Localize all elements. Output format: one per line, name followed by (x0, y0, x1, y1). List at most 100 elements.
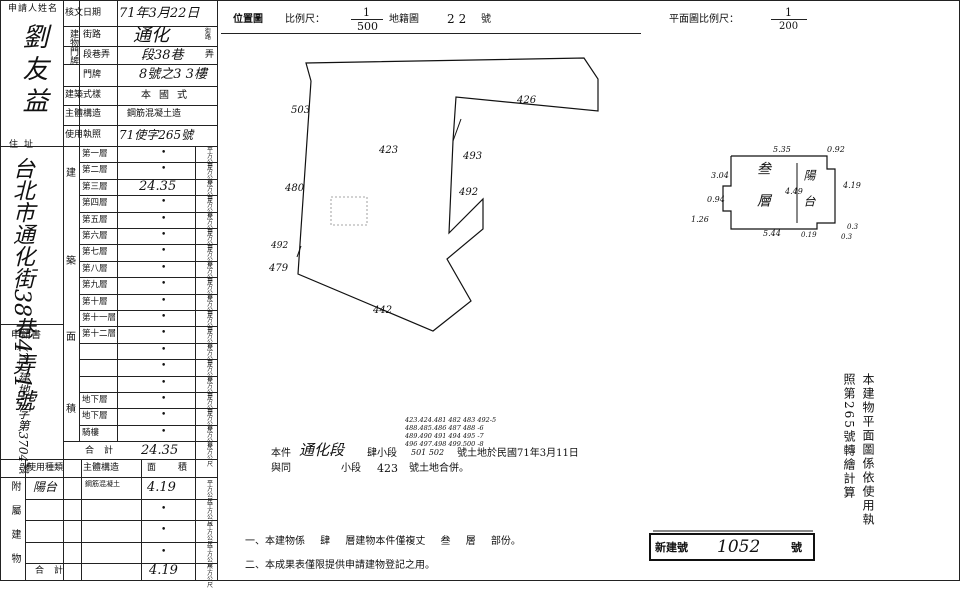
merge-parcel-list: 423.424.481 482 483 492-5 (405, 416, 497, 424)
structure-label: 主體構造 (65, 109, 102, 119)
new-number-box (649, 533, 815, 561)
grid-line (117, 1, 118, 441)
total-value: 24.35 (141, 443, 179, 458)
floor-name: 第六層 (82, 231, 108, 241)
grid-line (79, 260, 217, 262)
annex-total-value: 4.19 (149, 563, 178, 578)
doc-date-value: 71年3月22日 (119, 6, 200, 21)
floor-name: 第十層 (82, 296, 108, 307)
floor-area: • (161, 213, 167, 224)
grid-line (79, 310, 217, 311)
floor-name: 第四層 (82, 198, 108, 209)
floor-area: • (161, 377, 167, 388)
lot-label: 地籍圖 (389, 14, 419, 25)
parcel-label: 423 (379, 145, 399, 156)
floor-unit: 平方公尺 (206, 311, 213, 336)
annex-unit: 平方公尺 (206, 544, 213, 570)
annex-label: 附屬建物 (9, 481, 20, 577)
merge-subsection: 肆小段 (367, 448, 397, 459)
door-label: 建物門牌 (68, 29, 78, 65)
dimension-label: 1.26 (691, 215, 709, 224)
dimension-label: 4.19 (843, 181, 861, 190)
merge-parcel-list: 496 497.498 499.500 -8 (405, 440, 484, 448)
floor-unit: 平方公尺 (206, 294, 213, 320)
floor-unit: 平方公尺 (206, 229, 213, 254)
floor-unit: 平方公尺 (206, 278, 213, 304)
lane-label: 段巷弄 (83, 50, 111, 60)
floor-name: 第八層 (82, 263, 108, 274)
note-2: 二、本成果表僅限提供申請建物登記之用。 (245, 560, 435, 571)
floor-area: • (161, 344, 167, 355)
grid-line (79, 342, 217, 344)
side-label: 面 (66, 332, 76, 343)
application-label: 申請書 (11, 330, 41, 341)
floor-unit: 平方公尺 (206, 425, 213, 451)
annex-area: 4.19 (147, 480, 176, 495)
floor-name: 地下層 (82, 395, 108, 405)
total-unit: 平方公尺 (206, 443, 213, 468)
grid-line (63, 46, 217, 47)
grid-line (79, 326, 217, 328)
site-header-line (221, 33, 641, 34)
note-1: 一、本建物係 肆 層建物本件僅複丈 叁 層 部份。 (245, 536, 521, 547)
new-number-value: 1052 (717, 537, 761, 557)
floor-name: 第三層 (82, 181, 108, 192)
annex-area: • (161, 503, 167, 514)
merge-parcel-list: 488.485.486 487 488 -6 (405, 424, 484, 432)
grid-line (79, 375, 217, 377)
dimension-label: 0.19 (801, 231, 817, 239)
dimension-label: 0.3 (847, 223, 859, 231)
annex-area: • (161, 525, 167, 535)
building-label: 建 (66, 168, 76, 179)
street-label: 街路 (83, 30, 102, 40)
floor-scale-denominator: 200 (779, 21, 799, 32)
annex-total-label: 合計 (35, 566, 74, 576)
grid-line (79, 359, 217, 361)
floor-name: 第二層 (82, 165, 108, 176)
volume-label: 積 (66, 404, 76, 415)
grid-line (1, 146, 217, 147)
annex-area: • (161, 546, 167, 557)
applicant-label: 申請人姓名 (7, 4, 58, 14)
floor-area: • (161, 312, 167, 322)
grid-line (79, 424, 217, 426)
floor-area: • (161, 230, 167, 240)
dimension-label: 0.3 (841, 233, 853, 241)
floor-name: 騎樓 (82, 427, 100, 438)
floor-unit: 平方公尺 (206, 212, 213, 238)
grid-line (63, 105, 217, 106)
street-unit: 街路 (205, 28, 212, 41)
annex-use: 陽台 (33, 480, 58, 494)
parcel-label: 492 (271, 241, 289, 251)
grid-line (25, 563, 217, 564)
dimension-label: 0.94 (707, 195, 725, 204)
grid-line (63, 86, 217, 87)
merge-line2-mid: 小段 (341, 463, 361, 474)
structure-value: 鋼筋混凝土造 (127, 109, 182, 119)
site-plan-title: 位置圖 (233, 14, 263, 25)
parcel-label: 493 (463, 151, 483, 162)
grid-line (79, 178, 217, 180)
new-number-unit: 號 (791, 541, 802, 554)
grid-line (79, 195, 217, 197)
application-number: (71)建地二字第3704號 (16, 347, 30, 475)
floor-unit: 平方公尺 (206, 327, 213, 353)
floor-area: • (161, 328, 167, 339)
grid-line (195, 146, 196, 581)
floor-name: 第五層 (82, 214, 108, 225)
grid-line (79, 162, 217, 164)
floor-area: • (161, 279, 167, 290)
floor-scale-label: 平面圖比例尺： (669, 14, 739, 25)
room-label: 叁層 (755, 161, 771, 225)
street-value: 通化 (133, 25, 169, 46)
parcel-label: 492 (459, 187, 479, 198)
grid-line (25, 498, 217, 500)
grid-line (1, 459, 217, 460)
floor-area: • (161, 148, 167, 158)
grid-line (79, 441, 217, 443)
annex-structure-header: 主體構造 (83, 463, 120, 473)
floor-area: • (161, 410, 167, 421)
grid-line (79, 277, 217, 279)
grid-line (63, 125, 217, 126)
